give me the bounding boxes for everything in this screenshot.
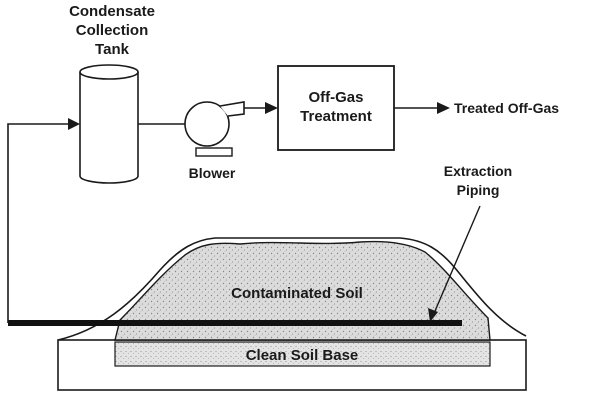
extraction-label-line1: Extraction (444, 163, 512, 179)
offgas-label-line1: Off-Gas (308, 89, 363, 106)
liner-outline (57, 237, 527, 341)
leader-arrowhead (428, 308, 438, 322)
contaminated-soil-pile (114, 240, 491, 341)
blower-icon (184, 101, 245, 157)
tank-label-line3: Tank (95, 41, 130, 58)
clean-soil-base-label: Clean Soil Base (246, 347, 359, 364)
arrow-into-tank (68, 118, 80, 130)
clean-soil-base (114, 341, 491, 367)
tank-label-line1: Condensate (69, 3, 155, 20)
tank-label-line2: Collection (76, 22, 149, 39)
arrow-treated-offgas (437, 102, 450, 114)
treated-offgas-label: Treated Off-Gas (454, 100, 559, 116)
blower-label: Blower (189, 165, 236, 181)
vacuum-line (7, 123, 72, 323)
contaminated-soil-label: Contaminated Soil (231, 285, 363, 302)
offgas-label-line2: Treatment (300, 108, 372, 125)
extraction-piping-leader (431, 205, 481, 319)
arrow-into-treatment (265, 102, 278, 114)
extraction-label-line2: Piping (457, 182, 500, 198)
condensate-tank (79, 64, 139, 184)
